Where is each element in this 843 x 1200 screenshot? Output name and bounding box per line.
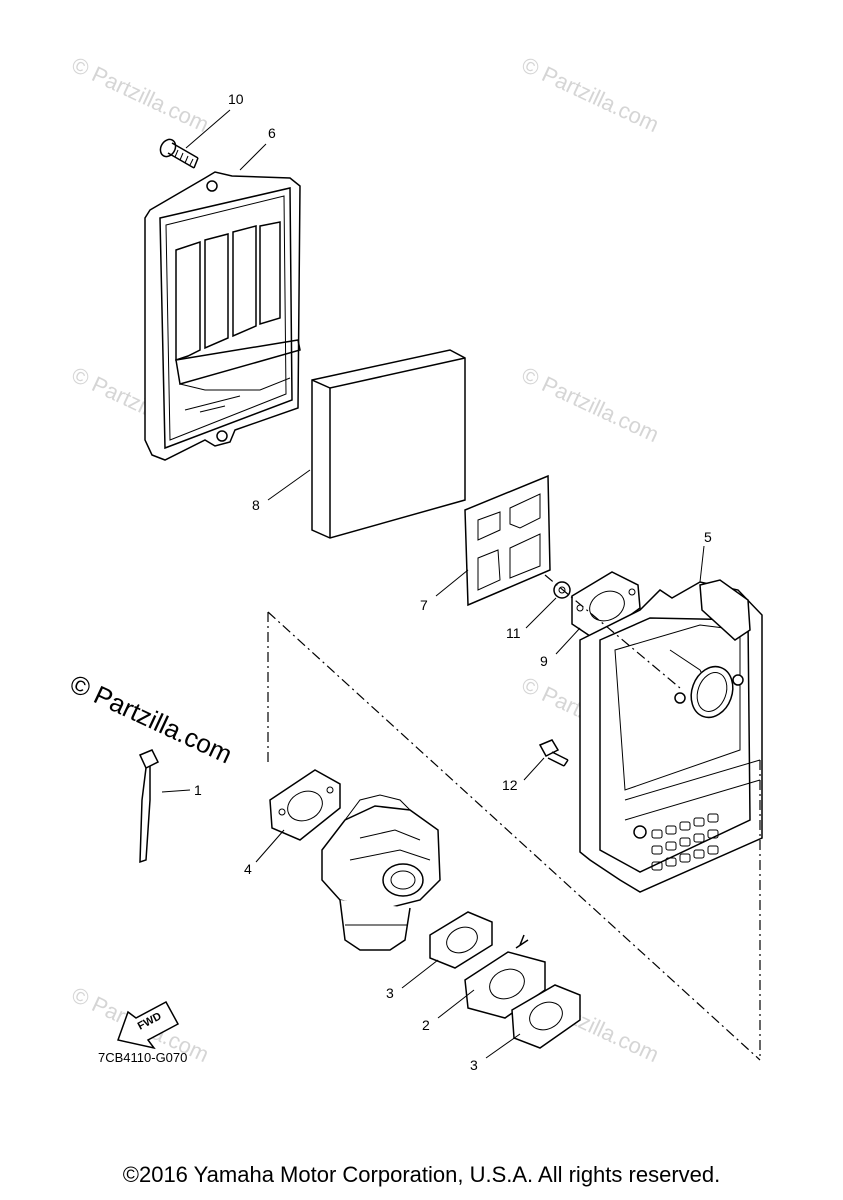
bolt-9 [159,138,199,169]
callout-6: 6 [268,125,276,141]
watermark: © Partzilla.com [518,362,663,447]
filter-element-8 [311,349,466,539]
watermark: © Partzilla.com [518,52,663,137]
gasket-10 [571,571,641,641]
carburetor [321,794,441,951]
gasket-4 [269,769,341,841]
callout-3-upper: 3 [386,985,394,1001]
callout-7: 7 [420,597,428,613]
watermark: © Partzilla.com [68,52,213,137]
gasket-7 [464,474,551,607]
assembly-lines [267,574,761,1061]
bolt-12 [538,739,569,767]
callout-10: 9 [540,653,548,669]
gasket-3-upper [429,911,493,969]
callout-11: 11 [506,625,521,641]
air-cleaner-case-5 [579,579,763,893]
callout-8: 8 [252,497,260,513]
air-cleaner-cover-6 [144,171,301,461]
callout-12: 12 [502,777,518,793]
vent-grid [651,813,719,871]
callouts: 10 6 8 7 5 11 9 12 1 4 3 2 3 [161,91,712,1073]
callout-4: 4 [244,861,252,877]
callout-1: 1 [194,782,202,798]
callout-3-lower: 3 [470,1057,478,1073]
cable-tie-1 [138,749,160,864]
callout-2: 2 [422,1017,430,1033]
callout-9: 10 [228,91,244,107]
fwd-arrow-icon: FWD [117,1000,180,1050]
callout-5: 5 [704,529,712,545]
diagram-code: 7CB4110-G070 [98,1050,187,1065]
copyright-notice: ©2016 Yamaha Motor Corporation, U.S.A. A… [122,1162,721,1187]
